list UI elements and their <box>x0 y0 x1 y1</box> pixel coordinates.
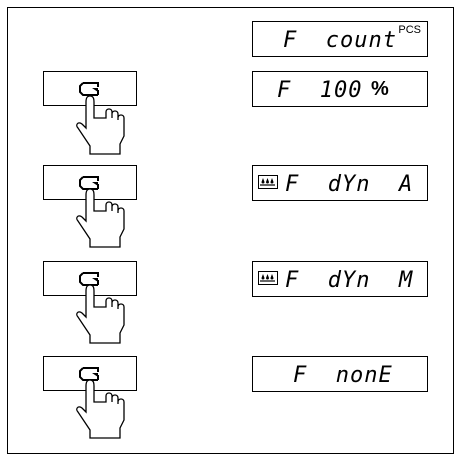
display-count: F count PCS <box>252 21 428 57</box>
percent-sign: % <box>371 78 389 100</box>
display-text: F nonE <box>293 363 393 388</box>
cycle-arrows-icon <box>79 271 99 286</box>
cycle-arrows-icon <box>79 366 99 381</box>
display-percent: F 100 % <box>252 71 428 107</box>
unit-label: PCS <box>398 24 421 36</box>
pointing-hand-icon <box>76 188 125 248</box>
weighing-icon <box>258 271 278 285</box>
display-text: F dYn A <box>285 172 414 197</box>
display-none: F nonE <box>252 356 428 392</box>
weighing-icon <box>258 175 278 189</box>
cycle-arrows-icon <box>79 81 99 96</box>
display-text: F 100 <box>277 78 363 103</box>
cycle-arrows-icon <box>79 175 99 190</box>
display-text: F dYn M <box>285 268 414 293</box>
display-dyn-a: F dYn A <box>252 165 428 201</box>
display-text: F count <box>283 28 397 53</box>
pointing-hand-icon <box>76 284 125 344</box>
pointing-hand-icon <box>76 95 125 155</box>
pointing-hand-icon <box>76 379 125 439</box>
display-dyn-m: F dYn M <box>252 261 428 297</box>
instruction-frame <box>7 7 454 454</box>
